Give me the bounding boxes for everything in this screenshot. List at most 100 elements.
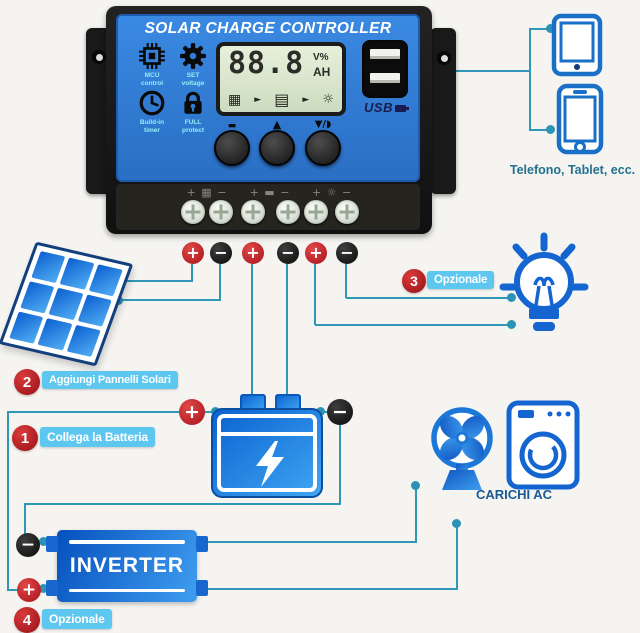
wire-battery-minus-v [286, 264, 288, 403]
wire-load-plus-v [314, 264, 316, 325]
inverter-label: INVERTER [69, 554, 185, 577]
phone-icon [556, 83, 604, 155]
feature-label: MCU control [140, 72, 164, 88]
wire-load-plus-h [315, 324, 511, 326]
wire-usb-phone [529, 129, 551, 131]
wire-inverter-out1-v [415, 486, 417, 543]
solar-plus-terminal: + [182, 242, 204, 264]
gear-icon [180, 43, 206, 69]
fan-icon [431, 407, 493, 490]
wire-solar-plus-v [191, 264, 193, 282]
wire-usb-h [456, 70, 530, 72]
inverter: INVERTER [46, 530, 208, 602]
mounting-hole-icon [92, 50, 106, 64]
lcd-unit-amp-hour: AH [313, 65, 331, 79]
load-minus-terminal: − [336, 242, 358, 264]
usb-devices-label: Telefono, Tablet, ecc. [509, 163, 636, 177]
wire-load-minus-v [345, 264, 347, 298]
step-4-badge: 4 [14, 607, 40, 633]
wire-solar-minus-v [219, 264, 221, 301]
step-3-label: Opzionale [427, 271, 495, 289]
down-light-button-icon: ▼/◗ [314, 119, 332, 130]
usb-port-icon [370, 49, 400, 59]
wire-node [39, 537, 48, 546]
feature-label: FULL protect [181, 119, 205, 135]
clock-icon [139, 90, 165, 116]
battery-icon [211, 394, 323, 498]
lcd-display: 88.8 V% AH ▦ ► ▤ ► ☼ [216, 42, 346, 116]
terminal-group-load: + ☼ − [311, 186, 353, 199]
wire-node [316, 407, 325, 416]
lcd-arrow-icon: ► [254, 94, 262, 105]
wire-node [546, 24, 555, 33]
inverter-stripe [69, 540, 185, 544]
wire-load-minus-h [346, 297, 512, 299]
step-3-badge: 3 [402, 269, 426, 293]
step-2-badge: 2 [14, 369, 40, 395]
usb-ports [362, 40, 408, 98]
inverter-stripe [69, 588, 185, 592]
washing-machine-icon [506, 400, 580, 490]
menu-button-icon: ▬ [227, 121, 237, 131]
wire-node [39, 584, 48, 593]
wire-node [507, 293, 516, 302]
feature-label: SET voltage [181, 72, 205, 88]
lcd-value: 88.8 [228, 46, 305, 81]
lcd-flow-row: ▦ ► ▤ ► ☼ [228, 90, 334, 109]
lcd-battery-icon: ▤ [274, 90, 290, 109]
lcd-arrow-icon: ► [302, 94, 310, 105]
inverter-terminal [196, 580, 208, 596]
battery-minus-pole: − [327, 399, 353, 425]
screw-terminal [241, 200, 265, 224]
up-button-icon: ▲ [272, 118, 282, 131]
wire-batt-minus-h [24, 503, 341, 505]
wire-solar-plus-h [120, 280, 193, 282]
solar-panel-icon [0, 241, 134, 367]
controller-title: SOLAR CHARGE CONTROLLER [144, 20, 392, 37]
inverter-terminal [46, 536, 58, 552]
screw-terminal [304, 200, 328, 224]
wire-inverter-out1-h [208, 541, 417, 543]
terminal-group-battery: + ▬ − [249, 186, 291, 199]
step-1-badge: 1 [12, 425, 38, 451]
inverter-plus-pole: + [17, 578, 41, 602]
lcd-bulb-icon: ☼ [322, 92, 334, 107]
solar-minus-terminal: − [210, 242, 232, 264]
screw-terminal [335, 200, 359, 224]
screw-terminal [276, 200, 300, 224]
inverter-minus-pole: − [16, 533, 40, 557]
up-button [259, 130, 295, 166]
battery-plus-pole: + [179, 399, 205, 425]
wire-batt-plus-top [8, 411, 216, 413]
wire-inverter-out2-v [456, 524, 458, 590]
wire-inverter-out2-h [208, 588, 458, 590]
wire-batt-minus-down [24, 503, 26, 537]
wire-battery-plus-v [251, 264, 253, 402]
wire-solar-minus-h [118, 299, 221, 301]
wire-usb-v [529, 28, 531, 131]
usb-label: USB [356, 100, 414, 115]
screw-terminal [209, 200, 233, 224]
wire-node [546, 125, 555, 134]
battery-plus-terminal: + [242, 242, 264, 264]
step-4-label: Opzionale [42, 609, 112, 629]
step-2-label: Aggiungi Pannelli Solari [42, 371, 178, 389]
wire-batt-plus-bottom [7, 589, 19, 591]
menu-button [214, 130, 250, 166]
lock-icon [184, 91, 202, 114]
load-plus-terminal: + [305, 242, 327, 264]
tablet-icon [551, 13, 603, 77]
wire-node [452, 519, 461, 528]
wire-batt-plus-left [7, 411, 9, 591]
usb-port-icon [370, 73, 400, 83]
screw-terminal [181, 200, 205, 224]
battery-minus-terminal: − [277, 242, 299, 264]
terminal-group-solar: + ▦ − [186, 186, 228, 199]
light-bulb-icon [499, 232, 589, 331]
wire-node [507, 320, 516, 329]
wire-node [411, 481, 420, 490]
charge-battery-icon [394, 105, 409, 112]
wire-usb-tablet [529, 28, 551, 30]
wire-batt-minus-v [339, 423, 341, 505]
